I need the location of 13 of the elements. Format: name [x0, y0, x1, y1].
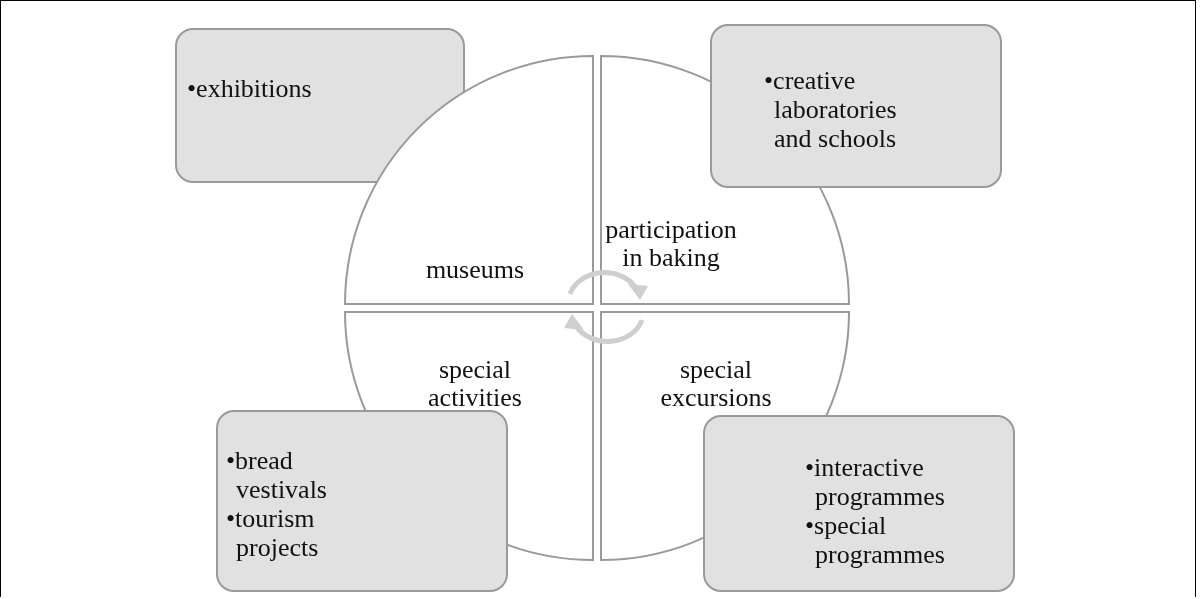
segment-label: museums	[424, 256, 526, 284]
segment-label: special activities	[427, 356, 523, 412]
bullet-item: •tourism projects	[226, 504, 320, 562]
bullet-item: •special programmes	[805, 511, 946, 569]
segment-label: special excursions	[659, 356, 773, 412]
rounded-box	[710, 24, 1002, 188]
segment-label: participation in baking	[604, 216, 738, 272]
bullet-item: •bread vestivals	[226, 446, 328, 504]
rounded-box	[703, 415, 1015, 592]
bullet-item: •exhibitions	[187, 74, 313, 103]
bullet-item: •interactive programmes	[805, 453, 946, 511]
bullet-item: •creative laboratories and schools	[764, 66, 898, 153]
rounded-box	[216, 410, 508, 592]
